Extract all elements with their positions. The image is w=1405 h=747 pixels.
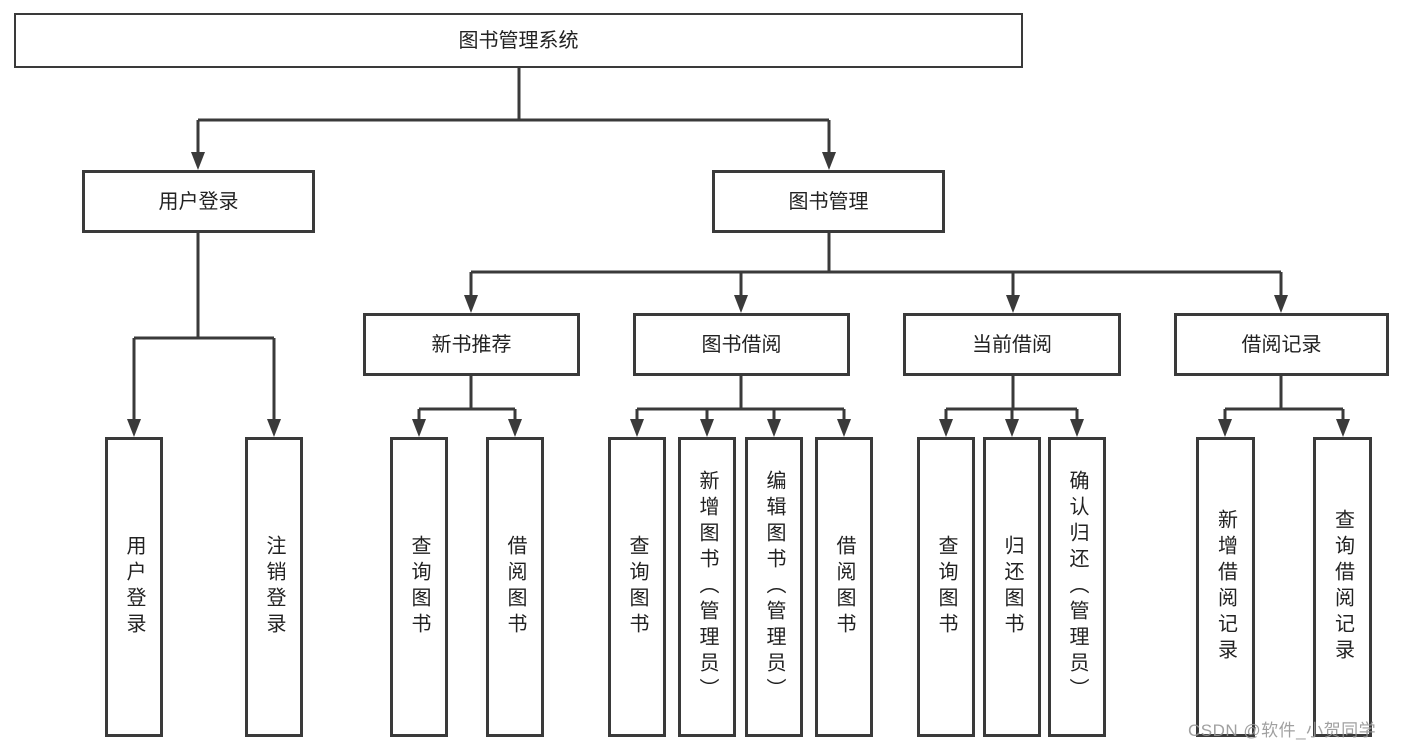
arrowheads — [127, 152, 1350, 437]
node-user-login-branch: 用户登录 — [82, 170, 315, 233]
csdn-watermark: CSDN @软件_小贺同学 — [1188, 721, 1377, 740]
leaf-add-borrow-record: 新增借阅记录 — [1196, 437, 1255, 737]
leaf-query-books-current-label: 查询图书 — [935, 535, 957, 639]
leaf-borrow-books: 借阅图书 — [815, 437, 873, 737]
leaf-confirm-return-admin-label: 确认归还（管理员） — [1066, 470, 1088, 704]
node-borrowing-records: 借阅记录 — [1174, 313, 1389, 376]
node-book-management: 图书管理 — [712, 170, 945, 233]
node-book-management-label: 图书管理 — [788, 190, 869, 213]
leaf-user-login: 用户登录 — [105, 437, 163, 737]
leaf-borrow-books-recommend: 借阅图书 — [486, 437, 544, 737]
node-new-book-recommend: 新书推荐 — [363, 313, 580, 376]
leaf-add-borrow-record-label: 新增借阅记录 — [1214, 509, 1237, 665]
node-current-borrowing-label: 当前借阅 — [972, 333, 1052, 356]
leaf-query-books-borrowing-label: 查询图书 — [626, 535, 648, 639]
tree-edges — [132, 68, 1345, 421]
leaf-query-borrow-record: 查询借阅记录 — [1313, 437, 1372, 737]
leaf-query-borrow-record-label: 查询借阅记录 — [1331, 509, 1354, 665]
leaf-borrow-books-label: 借阅图书 — [833, 535, 855, 639]
leaf-add-books-admin: 新增图书（管理员） — [678, 437, 736, 737]
node-book-borrowing-label: 图书借阅 — [701, 333, 782, 356]
leaf-logout-login: 注销登录 — [245, 437, 303, 737]
node-new-book-recommend-label: 新书推荐 — [431, 333, 512, 356]
leaf-edit-books-admin-label: 编辑图书（管理员） — [763, 470, 785, 704]
node-user-login-branch-label: 用户登录 — [158, 190, 239, 213]
leaf-return-books: 归还图书 — [983, 437, 1041, 737]
node-current-borrowing: 当前借阅 — [903, 313, 1121, 376]
leaf-add-books-admin-label: 新增图书（管理员） — [696, 470, 718, 704]
leaf-query-books-recommend-label: 查询图书 — [408, 535, 430, 639]
leaf-logout-login-label: 注销登录 — [263, 535, 285, 639]
node-borrowing-records-label: 借阅记录 — [1241, 333, 1322, 356]
leaf-user-login-label: 用户登录 — [123, 535, 145, 639]
leaf-borrow-books-recommend-label: 借阅图书 — [504, 535, 526, 639]
leaf-query-books-recommend: 查询图书 — [390, 437, 448, 737]
node-root: 图书管理系统 — [14, 13, 1023, 68]
node-book-borrowing: 图书借阅 — [633, 313, 850, 376]
leaf-edit-books-admin: 编辑图书（管理员） — [745, 437, 803, 737]
leaf-query-books-current: 查询图书 — [917, 437, 975, 737]
leaf-confirm-return-admin: 确认归还（管理员） — [1048, 437, 1106, 737]
leaf-return-books-label: 归还图书 — [1001, 535, 1023, 639]
node-root-label: 图书管理系统 — [458, 29, 579, 52]
leaf-query-books-borrowing: 查询图书 — [608, 437, 666, 737]
